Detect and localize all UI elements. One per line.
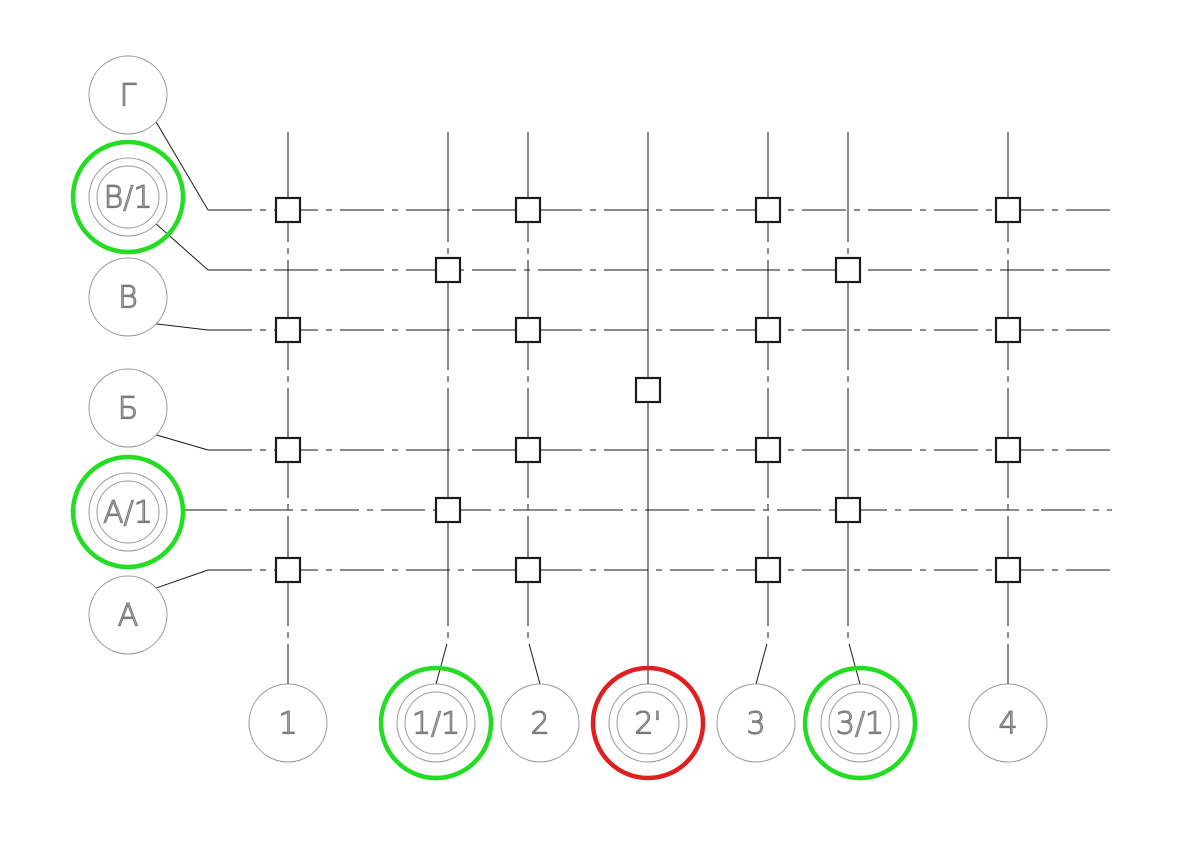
column-axis-bubble-3-1-inner-circle	[828, 691, 892, 755]
grid-lines	[183, 132, 1112, 685]
column-axis-bubble-2-circle	[500, 683, 580, 763]
leader-V1	[155, 223, 209, 271]
column-axis-bubble-1-1-circle	[396, 683, 476, 763]
column-axis-bubble-3-1-label: 3/1	[836, 707, 884, 742]
column-axis-bubble-1: 1	[248, 683, 328, 763]
column-axis-bubble-2p-label: 2'	[634, 707, 661, 742]
row-axis-bubble-V-circle	[88, 257, 168, 337]
column-axis-bubble-4: 4	[968, 683, 1048, 763]
column-square	[514, 316, 542, 344]
column-square	[834, 256, 862, 284]
column-axis-bubble-3-1: 3/1	[802, 665, 918, 781]
row-axis-bubble-V1-inner-circle	[96, 165, 160, 229]
leader-A	[155, 569, 209, 589]
column-square	[754, 316, 782, 344]
column-square	[514, 556, 542, 584]
column-axis-bubble-3-label: 3	[746, 707, 765, 742]
column-axis-bubble-2p: 2'	[590, 665, 706, 781]
column-axis-bubbles: 1 1/1 2 2' 3 3/1 4	[248, 665, 1048, 781]
row-axis-bubble-V1-label: В/1	[104, 181, 153, 216]
row-axis-bubble-V: В	[88, 257, 168, 337]
column-square	[274, 436, 302, 464]
column-square	[754, 556, 782, 584]
row-axis-bubble-A1-inner-circle	[96, 480, 160, 544]
column-square	[434, 256, 462, 284]
row-axis-bubble-V1-circle	[88, 157, 168, 237]
column-square	[834, 496, 862, 524]
column-square	[754, 436, 782, 464]
column-square	[434, 496, 462, 524]
axis-leaders	[155, 121, 209, 589]
column-line-2	[527, 132, 541, 685]
leader-V	[156, 323, 209, 331]
column-axis-bubble-3-circle	[716, 683, 796, 763]
row-axis-bubble-A1: А/1	[70, 454, 186, 570]
column-square	[274, 196, 302, 224]
column-square	[994, 196, 1022, 224]
row-axis-bubble-A-label: А	[118, 599, 139, 634]
column-axis-bubble-2p-circle	[608, 683, 688, 763]
row-axis-bubble-G-label: Г	[120, 79, 137, 114]
leader-B	[155, 434, 209, 451]
leader-G	[155, 121, 209, 211]
column-line-3	[755, 132, 769, 685]
column-square	[274, 316, 302, 344]
row-axis-bubble-V-label: В	[118, 281, 138, 316]
column-axis-bubble-3-1-circle	[820, 683, 900, 763]
row-axis-bubble-B-label: Б	[118, 392, 139, 427]
column-axis-bubble-2-label: 2	[530, 707, 549, 742]
row-axis-bubble-B-circle	[88, 368, 168, 448]
column-square	[634, 376, 662, 404]
column-square	[754, 196, 782, 224]
row-axis-bubble-A1-label: А/1	[103, 496, 153, 531]
column-axis-bubble-3-1-highlight-ring	[802, 665, 918, 781]
column-square	[994, 436, 1022, 464]
column-axis-bubble-1-1-highlight-ring	[378, 665, 494, 781]
column-line-1-1	[435, 132, 449, 685]
column-axis-bubble-3: 3	[716, 683, 796, 763]
column-square	[514, 436, 542, 464]
column-square	[274, 556, 302, 584]
row-axis-bubble-V1: В/1	[70, 139, 186, 255]
column-line-3-1	[847, 132, 861, 685]
row-axis-bubble-V1-highlight-ring	[70, 139, 186, 255]
column-axis-bubble-1-1-inner-circle	[404, 691, 468, 755]
row-axis-bubble-G-circle	[88, 55, 168, 135]
row-axis-bubble-A1-highlight-ring	[70, 454, 186, 570]
column-marks	[274, 196, 1022, 584]
column-axis-bubble-4-circle	[968, 683, 1048, 763]
column-square	[994, 556, 1022, 584]
row-axis-bubble-A1-circle	[88, 472, 168, 552]
column-axis-bubble-4-label: 4	[998, 707, 1017, 742]
column-square	[994, 316, 1022, 344]
column-axis-bubble-2: 2	[500, 683, 580, 763]
row-axis-bubble-A-circle	[88, 575, 168, 655]
column-axis-bubble-1-label: 1	[278, 707, 297, 742]
row-axis-bubble-B: Б	[88, 368, 168, 448]
column-axis-bubble-2p-inner-circle	[616, 691, 680, 755]
row-axis-bubble-A: А	[88, 575, 168, 655]
column-axis-bubble-1-1: 1/1	[378, 665, 494, 781]
column-square	[514, 196, 542, 224]
column-axis-bubble-1-1-label: 1/1	[412, 707, 460, 742]
row-axis-bubbles: Г В/1В Б А/1А	[70, 55, 186, 655]
row-axis-bubble-G: Г	[88, 55, 168, 135]
column-axis-bubble-2p-highlight-ring	[590, 665, 706, 781]
column-axis-bubble-1-circle	[248, 683, 328, 763]
